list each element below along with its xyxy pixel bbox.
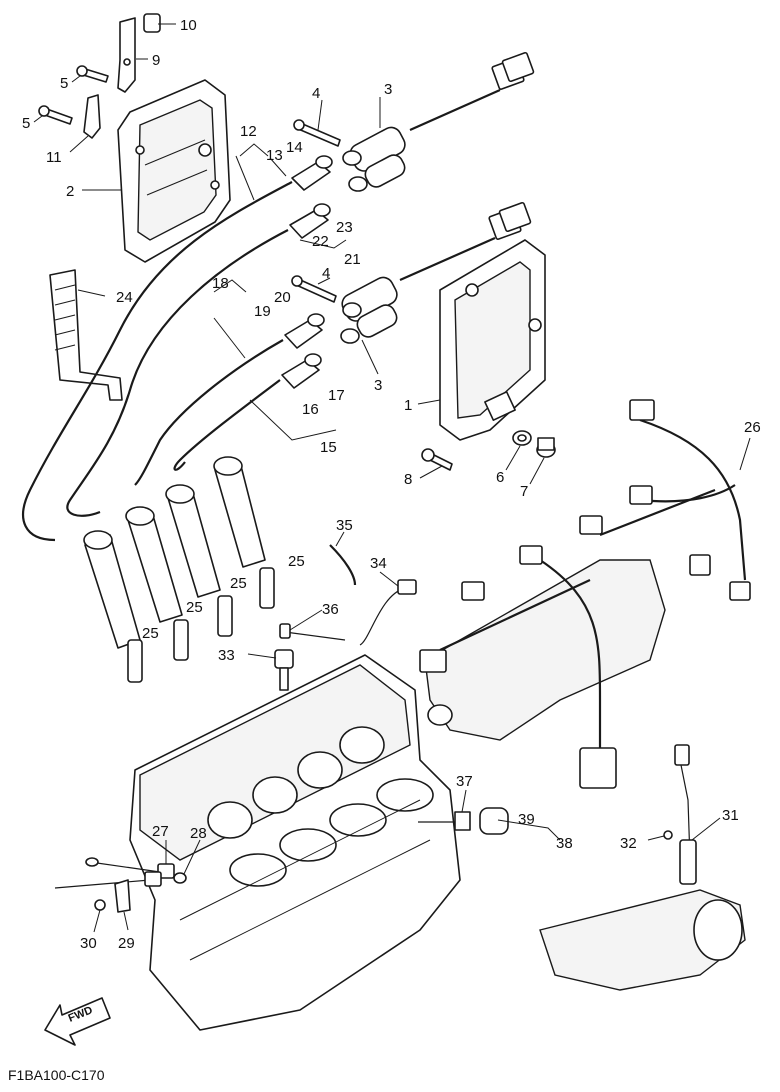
- band-part-35: [329, 544, 357, 586]
- sensor-part-36: [279, 623, 346, 641]
- callout-25d: 25: [142, 625, 159, 642]
- plug-boot-3: [165, 484, 221, 598]
- callout-24: 24: [116, 289, 133, 306]
- callout-7: 7: [520, 483, 528, 500]
- sensor-part-37: [418, 811, 471, 831]
- screw-part-5a: [76, 65, 109, 83]
- leader-lines: [33, 23, 751, 933]
- callout-26: 26: [744, 419, 761, 436]
- bolt-part-8: [421, 448, 453, 471]
- callout-17: 17: [328, 387, 345, 404]
- callout-22: 22: [312, 233, 329, 250]
- callout-32: 32: [620, 835, 637, 852]
- callout-9: 9: [152, 52, 160, 69]
- intake-manifold: [424, 559, 666, 741]
- spark-plug-a: [127, 639, 143, 683]
- callout-39: 39: [518, 811, 535, 828]
- bracket-part-9: [117, 17, 136, 93]
- callout-12: 12: [240, 123, 257, 140]
- callout-35: 35: [336, 517, 353, 534]
- callout-27: 27: [152, 823, 169, 840]
- wire-holder-part-24: [49, 269, 123, 401]
- cover-frame-part-2: [117, 79, 231, 263]
- callout-23: 23: [336, 219, 353, 236]
- callout-25a: 25: [288, 553, 305, 570]
- callouts: 10 9 5 5 11 2 4 3 12 13 14 23 22 21 24 4…: [22, 17, 761, 952]
- wire-harness-part-26: [419, 399, 751, 789]
- diagram-code: F1BA100-C170: [8, 1067, 105, 1083]
- engine-block: [129, 654, 461, 1031]
- collar-part-7: [536, 437, 556, 458]
- screw-part-5b: [38, 105, 73, 125]
- callout-4a: 4: [312, 85, 320, 102]
- bracket-part-11: [83, 94, 101, 139]
- spark-plug-b: [173, 619, 189, 661]
- grommet-part-6: [512, 430, 532, 446]
- callout-30: 30: [80, 935, 97, 952]
- callout-19: 19: [254, 303, 271, 320]
- callout-29: 29: [118, 935, 135, 952]
- callout-36: 36: [322, 601, 339, 618]
- sensor-part-39: [479, 807, 509, 835]
- sensor-part-33: [274, 649, 294, 691]
- plug-boot-2: [125, 506, 183, 623]
- cdi-unit-part-1: [439, 239, 546, 441]
- callout-21: 21: [344, 251, 361, 268]
- callout-16: 16: [302, 401, 319, 418]
- callout-31: 31: [722, 807, 739, 824]
- callout-15: 15: [320, 439, 337, 456]
- callout-13: 13: [266, 147, 283, 164]
- exhaust-pipe: [539, 889, 746, 991]
- callout-2: 2: [66, 183, 74, 200]
- high-tension-cords: [22, 181, 293, 542]
- plug-cap-part-23: [289, 203, 331, 239]
- bolt-part-32: [663, 830, 673, 840]
- callout-5b: 5: [22, 115, 30, 132]
- sensor-part-29: [54, 871, 162, 913]
- callout-14: 14: [286, 139, 303, 156]
- spark-plug-d: [259, 567, 275, 609]
- plug-cap-part-20: [284, 313, 325, 349]
- callout-8: 8: [404, 471, 412, 488]
- spark-plug-c: [217, 595, 233, 637]
- callout-25c: 25: [186, 599, 203, 616]
- clip-part-10: [143, 13, 161, 33]
- callout-1: 1: [404, 397, 412, 414]
- callout-25b: 25: [230, 575, 247, 592]
- callout-33: 33: [218, 647, 235, 664]
- plug-boot-1: [83, 530, 141, 649]
- sensor-lead-part-34: [359, 579, 417, 646]
- callout-5a: 5: [60, 75, 68, 92]
- screw-part-4b: [291, 275, 337, 303]
- callout-11: 11: [46, 149, 62, 166]
- plug-cap-part-14: [291, 155, 333, 191]
- ignition-coil-part-3b: [340, 201, 532, 344]
- sensor-part-31: [674, 744, 697, 885]
- washer-part-28: [173, 872, 187, 884]
- ignition-coil-part-3a: [342, 51, 535, 192]
- bolt-part-30: [94, 899, 106, 911]
- plug-boot-4: [213, 456, 266, 568]
- callout-28: 28: [190, 825, 207, 842]
- callout-38: 38: [556, 835, 573, 852]
- callout-20: 20: [274, 289, 291, 306]
- callout-6: 6: [496, 469, 504, 486]
- callout-10: 10: [180, 17, 197, 34]
- callout-18: 18: [212, 275, 229, 292]
- callout-34: 34: [370, 555, 387, 572]
- callout-37: 37: [456, 773, 473, 790]
- callout-3b: 3: [374, 377, 382, 394]
- screw-part-4a: [293, 119, 341, 147]
- callout-3a: 3: [384, 81, 392, 98]
- plug-cap-part-17: [281, 353, 322, 389]
- forward-arrow-icon: FWD: [44, 997, 111, 1046]
- callout-4b: 4: [322, 265, 330, 282]
